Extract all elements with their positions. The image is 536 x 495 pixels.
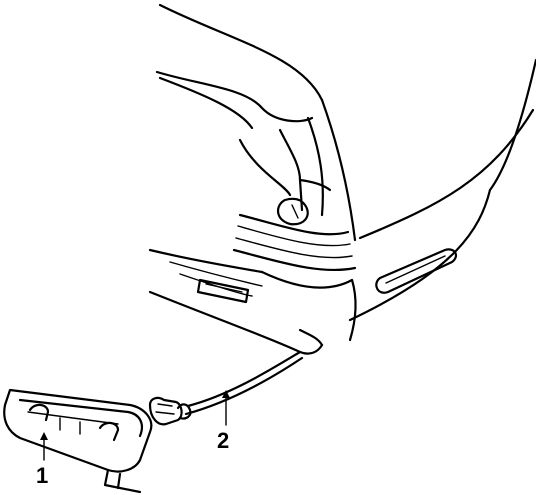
callout-label-1: 1: [36, 463, 48, 488]
side-marker-reflector: [375, 248, 458, 294]
callout-arrow-2: [222, 390, 230, 426]
tail-lamp-assembly: [232, 116, 357, 272]
rear-bumper: [148, 248, 357, 355]
bulb-socket-and-wire: [148, 350, 304, 426]
vehicle-rear-body: [155, 3, 536, 322]
callout-arrow-1: [40, 432, 48, 461]
callout-label-2: 2: [217, 428, 229, 453]
license-lamp-housing: [3, 388, 153, 494]
